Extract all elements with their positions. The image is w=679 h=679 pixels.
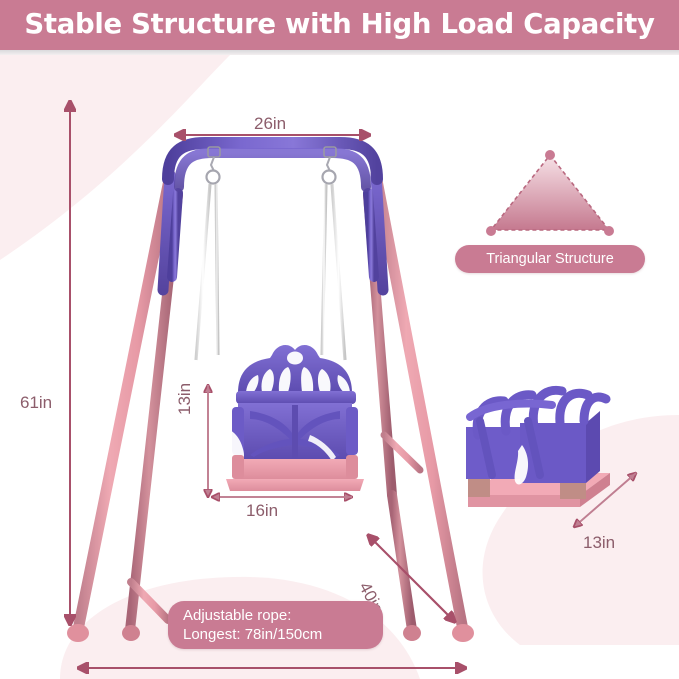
dimension-arrows: [70, 101, 636, 668]
swing-seat-front: [216, 344, 364, 491]
dimension-label-seat-depth: 13in: [583, 533, 616, 552]
swing-seat-detail: [466, 385, 611, 507]
dimension-label-seat-height: 13in: [175, 382, 194, 415]
dimension-label-seat-width: 16in: [246, 501, 279, 520]
triangle-icon: [486, 150, 614, 236]
banner-divider: [0, 50, 679, 55]
swing-hooks-and-ropes: [194, 146, 347, 361]
dimension-label-height: 61in: [20, 393, 53, 412]
page-title: Stable Structure with High Load Capacity: [24, 8, 655, 41]
product-illustration: [0, 55, 679, 679]
triangular-structure-text: Triangular Structure: [486, 250, 614, 267]
illustration-stage: 26in 61in 13in 16in 40in 59in 13in Trian…: [0, 55, 679, 679]
rope-line-2: Longest: 78in/150cm: [183, 626, 323, 643]
adjustable-rope-callout: Adjustable rope: Longest: 78in/150cm: [168, 601, 383, 649]
rope-line-1: Adjustable rope:: [183, 606, 292, 624]
dimension-label-top-width: 26in: [254, 114, 287, 133]
swing-set-frame: [67, 137, 474, 642]
header-banner: Stable Structure with High Load Capacity: [0, 0, 679, 50]
triangular-structure-label: Triangular Structure: [455, 245, 645, 273]
